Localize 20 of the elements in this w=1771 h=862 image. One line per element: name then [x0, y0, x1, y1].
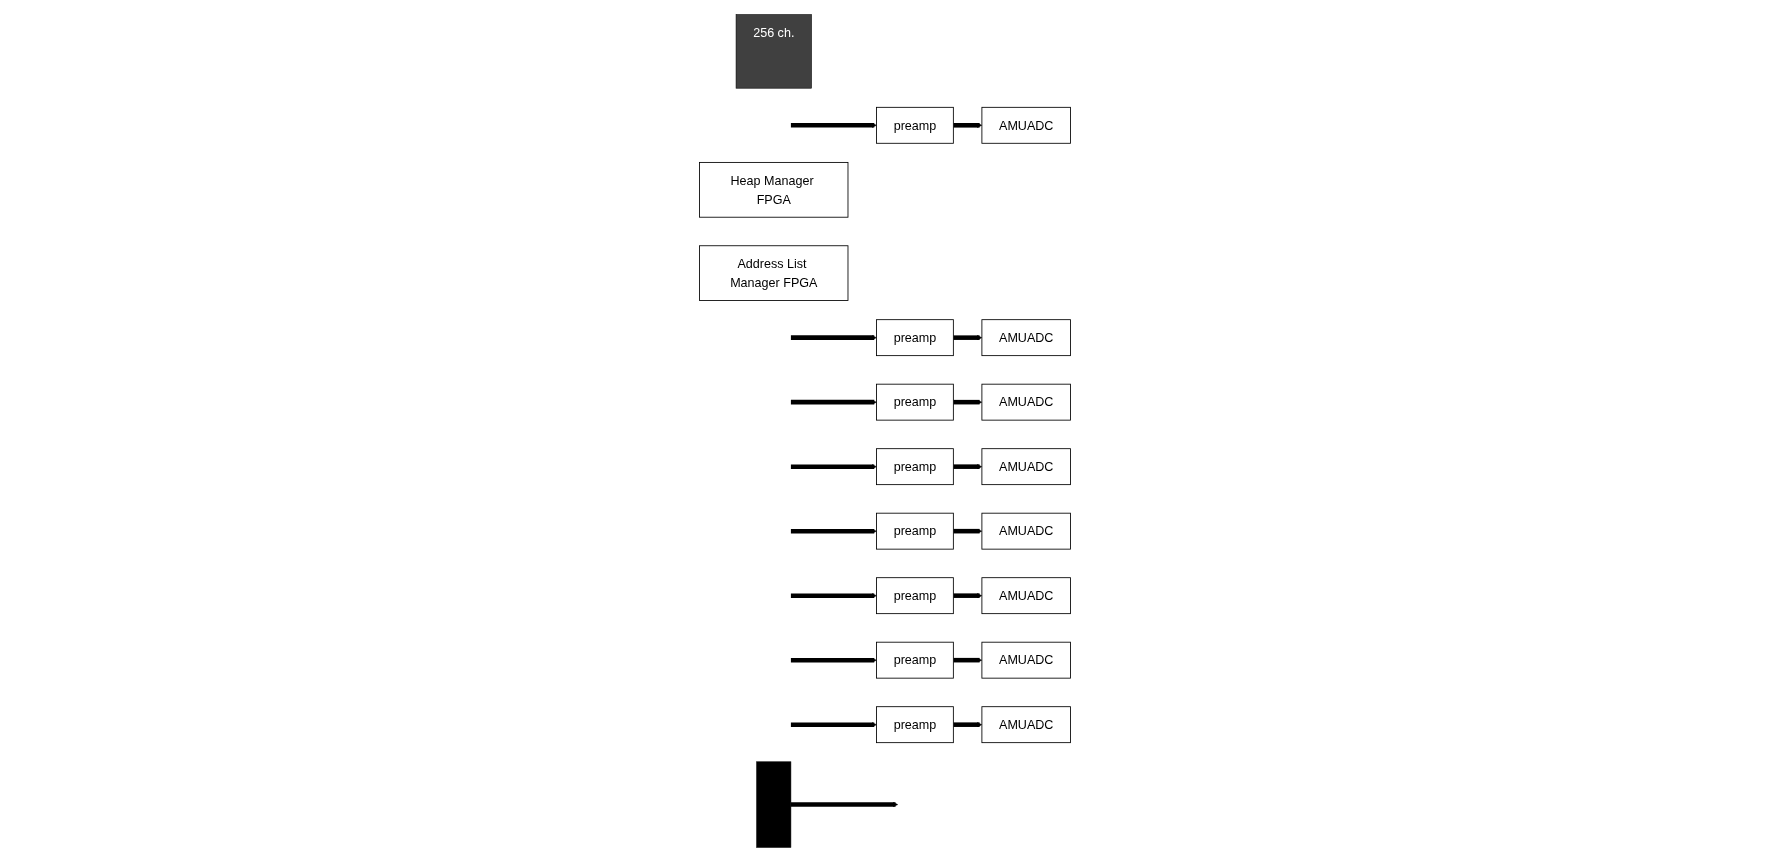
process-box: preamp: [876, 319, 955, 357]
detector-block: 256 ch.: [736, 14, 813, 89]
process-box: AMUADC: [981, 641, 1072, 679]
process-box: AMUADC: [981, 319, 1072, 357]
process-box: AMUADC: [981, 706, 1072, 744]
process-box: preamp: [876, 383, 955, 421]
process-box: AMUADC: [981, 512, 1072, 550]
process-box: preamp: [876, 577, 955, 615]
process-box: preamp: [876, 706, 955, 744]
process-box: AMUADC: [981, 448, 1072, 486]
process-box: preamp: [876, 106, 955, 144]
bus-bar: [756, 761, 792, 848]
process-box: Heap Manager FPGA: [699, 162, 849, 218]
process-box: preamp: [876, 641, 955, 679]
process-box: AMUADC: [981, 106, 1072, 144]
process-box: AMUADC: [981, 383, 1072, 421]
process-box: preamp: [876, 448, 955, 486]
process-box: AMUADC: [981, 577, 1072, 615]
process-box: Address List Manager FPGA: [699, 245, 849, 301]
process-box: preamp: [876, 512, 955, 550]
